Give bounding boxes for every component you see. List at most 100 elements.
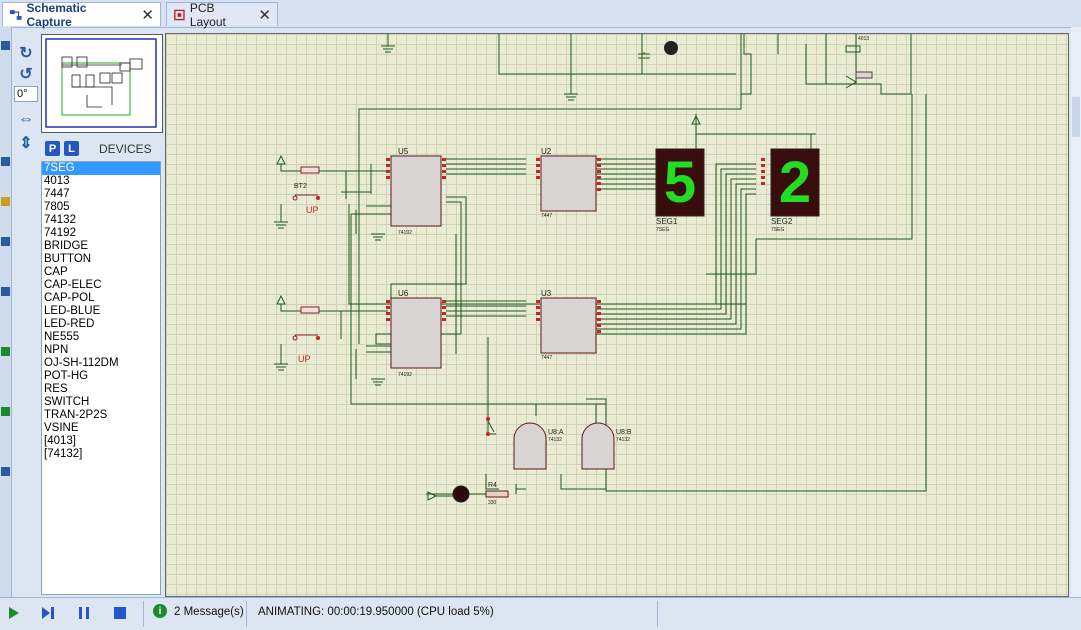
component-mode-icon[interactable] <box>1 157 10 166</box>
seg2-part-label: 7SEG <box>771 227 784 233</box>
rotation-angle-field[interactable]: 0° <box>14 86 38 102</box>
graph-mode-icon[interactable] <box>1 467 10 476</box>
r4-value-label: 330 <box>488 500 497 506</box>
mirror-horizontal-icon[interactable]: ⇔ <box>18 111 34 128</box>
status-bar: i 2 Message(s) ANIMATING: 00:00:19.95000… <box>0 597 1081 630</box>
u2-label: U2 <box>541 147 552 156</box>
text-mode-icon[interactable] <box>1 287 10 296</box>
device-list-item[interactable]: CAP-POL <box>44 292 95 304</box>
device-list-item[interactable]: TRAN-2P2S <box>44 409 108 421</box>
pushbutton-bt2[interactable]: BT2 UP <box>292 166 320 215</box>
device-list-item[interactable]: BUTTON <box>44 253 92 265</box>
device-list-item[interactable]: 4013 <box>44 175 70 187</box>
pause-icon[interactable] <box>76 605 92 621</box>
device-list-item[interactable]: 7SEG <box>42 162 160 175</box>
decoder-u2[interactable]: U2 7447 <box>540 147 597 219</box>
device-list-item[interactable]: LED-RED <box>44 318 95 330</box>
device-list-item[interactable]: RES <box>44 383 68 395</box>
device-list-item[interactable]: [4013] <box>44 435 76 447</box>
device-list-item[interactable]: NE555 <box>44 331 80 343</box>
instrument-mode-icon[interactable] <box>1 407 10 416</box>
pushbutton-up2[interactable]: UP <box>292 306 320 364</box>
device-list-item[interactable]: BRIDGE <box>44 240 89 252</box>
rotate-clockwise-icon[interactable]: ↻ <box>19 45 33 62</box>
device-list-item[interactable]: VSINE <box>44 422 79 434</box>
pick-devices-button[interactable]: P <box>45 141 60 156</box>
u8a-label: U8:A <box>548 429 564 436</box>
selection-mode-icon[interactable] <box>1 41 10 50</box>
device-list-item[interactable]: POT-HG <box>44 370 89 382</box>
nand-gate-u8a[interactable]: U8:A 74132 <box>513 422 564 470</box>
tab-pcb-label: PCB Layout <box>189 0 226 29</box>
u3-label: U3 <box>541 289 552 298</box>
switch-component[interactable] <box>486 417 495 436</box>
mode-toolbar <box>0 27 12 597</box>
device-list-item[interactable]: CAP <box>44 266 68 278</box>
counter-u6[interactable]: U6 74192 <box>390 289 442 378</box>
u2-part-label: 7447 <box>541 213 552 219</box>
vertical-scrollbar[interactable] <box>1071 27 1081 597</box>
device-list-item[interactable]: CAP-ELEC <box>44 279 102 291</box>
button-up-label: UP <box>306 205 319 215</box>
stop-icon[interactable] <box>112 605 128 621</box>
schematic-canvas[interactable]: 4013 BT2 UP UP U5 74192 U6 <box>165 33 1069 597</box>
scroll-thumb[interactable] <box>1072 97 1080 137</box>
status-divider <box>657 601 658 627</box>
device-list-item[interactable]: 74192 <box>44 227 76 239</box>
u3-part-label: 7447 <box>541 355 552 361</box>
overview-window[interactable] <box>41 34 163 133</box>
u5-label: U5 <box>398 147 409 156</box>
device-list-item[interactable]: LED-BLUE <box>44 305 101 317</box>
decoder-u3[interactable]: U3 7447 <box>540 289 597 361</box>
resistor-r4[interactable]: R4 330 <box>485 482 509 506</box>
led-indicator[interactable] <box>452 485 470 503</box>
u6-label: U6 <box>398 289 409 298</box>
step-icon[interactable] <box>40 605 56 621</box>
info-icon[interactable]: i <box>153 604 167 618</box>
u6-part-label: 74192 <box>398 372 412 378</box>
seg2-label: SEG2 <box>771 217 793 226</box>
close-icon[interactable]: ✕ <box>141 6 154 24</box>
counter-u5[interactable]: U5 74192 <box>390 147 442 236</box>
devices-header: P L DEVICES <box>41 139 161 159</box>
device-list-item[interactable]: [74132] <box>44 448 83 460</box>
overview-thumbnail <box>45 38 157 128</box>
seven-segment-seg1[interactable]: 5 SEG1 7SEG <box>655 148 705 233</box>
mirror-vertical-icon[interactable]: ⇕ <box>19 135 33 152</box>
junction-mode-icon[interactable] <box>1 197 10 206</box>
power-terminals <box>276 114 701 501</box>
animation-status: ANIMATING: 00:00:19.950000 (CPU load 5%) <box>258 606 494 618</box>
status-divider <box>143 601 144 627</box>
play-icon[interactable] <box>6 605 22 621</box>
tab-schematic-label: Schematic Capture <box>26 0 87 29</box>
button-up2-label: UP <box>298 354 311 364</box>
probe-mode-icon[interactable] <box>1 347 10 356</box>
top-components: 4013 <box>638 36 873 89</box>
seven-segment-seg2[interactable]: 2 SEG2 7SEG <box>770 148 820 233</box>
seg1-part-label: 7SEG <box>656 227 669 233</box>
device-list-item[interactable]: 7447 <box>44 188 70 200</box>
device-list-item[interactable]: 7805 <box>44 201 70 213</box>
library-manager-button[interactable]: L <box>64 141 79 156</box>
u8b-part-label: 74132 <box>616 437 630 443</box>
button-bt2-label: BT2 <box>294 183 307 190</box>
messages-count[interactable]: 2 Message(s) <box>174 606 244 618</box>
device-list-item[interactable]: OJ-SH-112DM <box>44 357 119 369</box>
device-list-item[interactable]: SWITCH <box>44 396 90 408</box>
device-list-item[interactable]: 74132 <box>44 214 76 226</box>
r4-label: R4 <box>488 482 497 489</box>
rotate-anticlockwise-icon[interactable]: ↺ <box>19 66 33 83</box>
device-list-item[interactable]: NPN <box>44 344 69 356</box>
seg1-label: SEG1 <box>656 217 678 226</box>
wire-label-mode-icon[interactable] <box>1 237 10 246</box>
tab-schematic-capture[interactable]: Schematic Capture ✕ <box>2 0 161 29</box>
nand-gate-u8b[interactable]: U8:B 74132 <box>581 422 632 470</box>
u8b-label: U8:B <box>616 429 632 436</box>
flipflop-part-label: 4013 <box>858 36 869 42</box>
close-icon[interactable]: ✕ <box>258 6 271 24</box>
seg2-digit: 2 <box>779 150 811 215</box>
pin-state-markers <box>386 158 765 333</box>
tab-pcb-layout[interactable]: PCB Layout ✕ <box>166 0 278 29</box>
status-divider <box>246 601 247 627</box>
